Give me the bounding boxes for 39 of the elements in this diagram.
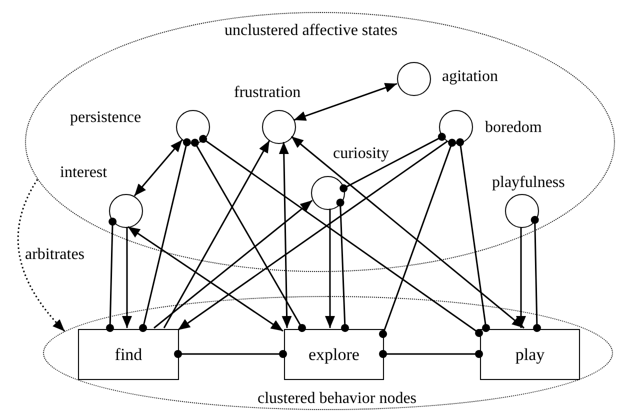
connector [154,200,313,329]
connector [190,138,306,332]
connector [199,134,483,337]
connector [174,350,287,358]
cluster-label: clustered behavior nodes [256,390,418,408]
connector [379,350,483,358]
cluster-label: unclustered affective states [224,22,398,40]
node-label: explore [308,344,360,364]
connector [139,138,191,332]
connector [134,139,183,196]
state-label: interest [60,164,108,182]
dotted-arrow [17,179,66,332]
connector [106,218,117,332]
connector [128,226,284,332]
connector [278,142,292,328]
connector [456,138,490,332]
connector [530,216,541,332]
state-label: curiosity [333,145,389,163]
state-label: persistence [70,109,142,127]
connector [294,82,398,121]
node-label: find [114,344,142,364]
connector [516,227,526,328]
connector [290,136,524,329]
connector [122,226,132,328]
state-label: frustration [234,84,301,102]
connector [336,198,349,332]
state-label: agitation [442,68,498,86]
node-label: play [515,344,545,364]
connector [325,208,335,328]
cluster-ellipse [43,296,613,410]
state-label: boredom [485,119,542,137]
connector [340,132,446,192]
behavior-box [78,329,179,380]
behavior-box [480,329,580,380]
connector [379,138,456,338]
connector [178,140,448,331]
connector [163,140,270,328]
state-label: playfulness [492,174,565,192]
behavior-box [284,329,384,380]
